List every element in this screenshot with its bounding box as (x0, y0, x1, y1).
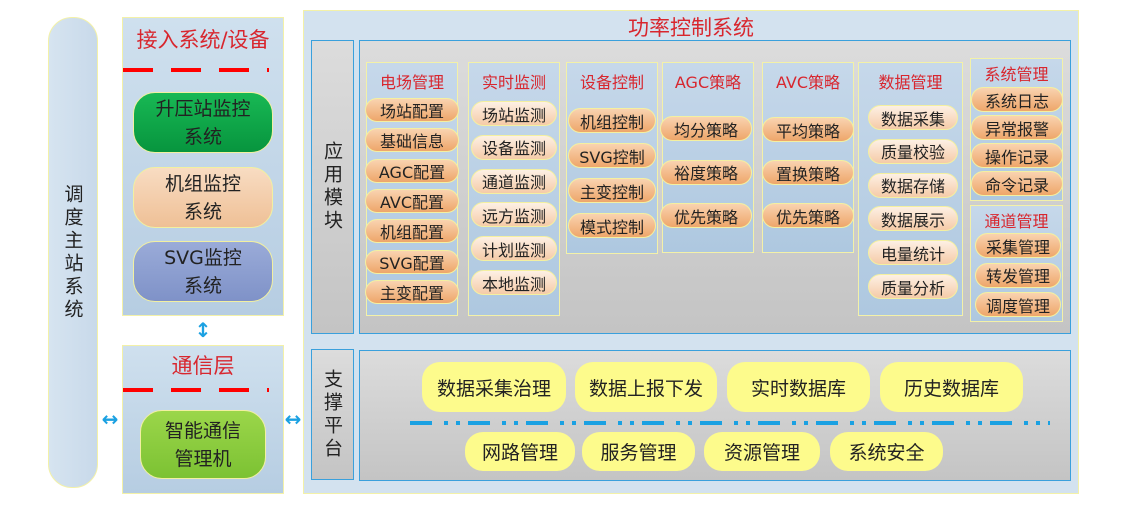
module-item: 机组配置 (365, 219, 459, 244)
module-item: 质量分析 (868, 274, 958, 299)
module-item: 命令记录 (971, 171, 1063, 196)
module-item: 质量校验 (868, 138, 958, 164)
support-platform-label: 支撑平台 (311, 349, 354, 480)
module-item: 数据采集 (868, 105, 958, 130)
power-title: 功率控制系统 (628, 16, 754, 40)
module-item: AVC配置 (365, 188, 459, 213)
module-item: 模式控制 (568, 213, 656, 238)
access-item-line2: 系统 (183, 125, 222, 148)
access-item-line1: SVG监控 (164, 246, 242, 269)
comm-item-line1: 智能通信 (164, 419, 241, 442)
support-item: 资源管理 (704, 432, 820, 471)
support-item: 网路管理 (465, 432, 575, 471)
module-item: 裕度策略 (660, 159, 752, 185)
app-module-label: 应用模块 (311, 40, 354, 334)
module-item: 均分策略 (660, 116, 752, 141)
module-item: 平均策略 (762, 117, 854, 142)
red-dashed-divider (123, 388, 269, 392)
comm-title: 通信层 (171, 354, 235, 378)
module-item: 调度管理 (975, 292, 1061, 317)
access-title: 接入系统/设备 (136, 28, 270, 52)
module-column-title: 通道管理 (984, 212, 1049, 231)
support-item: 系统安全 (830, 432, 943, 471)
module-item: 计划监测 (471, 236, 557, 262)
access-item-line1: 机组监控 (164, 172, 241, 195)
communication-layer-panel: 通信层 智能通信管理机 (122, 345, 284, 494)
module-item: 基础信息 (365, 128, 459, 153)
module-item: 远方监测 (471, 202, 557, 228)
module-item: 采集管理 (975, 233, 1061, 258)
module-column-title: 实时监测 (481, 73, 546, 92)
blue-dashed-divider (410, 421, 1050, 425)
module-item: 场站监测 (471, 101, 557, 126)
module-item: 优先策略 (660, 203, 752, 228)
module-item: SVG配置 (365, 249, 459, 274)
module-column-title: AGC策略 (674, 73, 742, 92)
access-item-line2: 系统 (183, 200, 222, 223)
access-item-line2: 系统 (183, 274, 222, 297)
red-dashed-divider (123, 68, 269, 72)
support-item: 数据上报下发 (575, 362, 717, 412)
module-item: 优先策略 (762, 203, 854, 228)
module-column-title: 设备控制 (579, 73, 644, 92)
module-item: AGC配置 (365, 158, 459, 183)
module-column-title: 电场管理 (379, 73, 444, 92)
bidirectional-arrow-vertical: ↕ (194, 318, 212, 342)
module-item: 异常报警 (971, 115, 1063, 140)
module-item: 置换策略 (762, 160, 854, 185)
module-item: 本地监测 (471, 270, 557, 295)
access-item-line1: 升压站监控 (155, 97, 251, 120)
dispatch-label: 调度主站系统 (61, 183, 84, 322)
access-item: SVG监控系统 (133, 241, 273, 302)
module-item: 机组控制 (568, 108, 656, 133)
module-item: 场站配置 (365, 98, 459, 122)
access-item: 升压站监控系统 (133, 92, 273, 153)
module-item: 电量统计 (868, 240, 958, 266)
module-item: 主变配置 (365, 279, 459, 304)
module-item: 设备监测 (471, 134, 557, 160)
bidirectional-arrow-left: ↔ (101, 407, 119, 431)
support-item: 历史数据库 (880, 362, 1023, 412)
module-item: 数据展示 (868, 206, 958, 232)
support-item: 服务管理 (582, 432, 695, 471)
module-item: 通道监测 (471, 168, 557, 194)
access-item: 机组监控系统 (133, 167, 273, 228)
module-item: SVG控制 (568, 143, 656, 168)
support-platform-text: 支撑平台 (321, 368, 343, 461)
module-item: 操作记录 (971, 143, 1063, 168)
module-column-title: AVC策略 (775, 73, 841, 92)
app-module-text: 应用模块 (321, 141, 343, 233)
support-item: 数据采集治理 (422, 362, 566, 412)
dispatch-master-station: 调度主站系统 (48, 17, 98, 488)
comm-item-line2: 管理机 (174, 447, 232, 470)
smart-comm-manager: 智能通信管理机 (140, 410, 266, 479)
module-column-title: 数据管理 (878, 73, 943, 92)
module-item: 数据存储 (868, 172, 958, 198)
module-column-title: 系统管理 (984, 65, 1049, 84)
bidirectional-arrow-right: ↔ (284, 407, 302, 431)
module-item: 主变控制 (568, 178, 656, 203)
module-item: 系统日志 (971, 87, 1063, 112)
module-item: 转发管理 (975, 262, 1061, 288)
support-item: 实时数据库 (727, 362, 870, 412)
